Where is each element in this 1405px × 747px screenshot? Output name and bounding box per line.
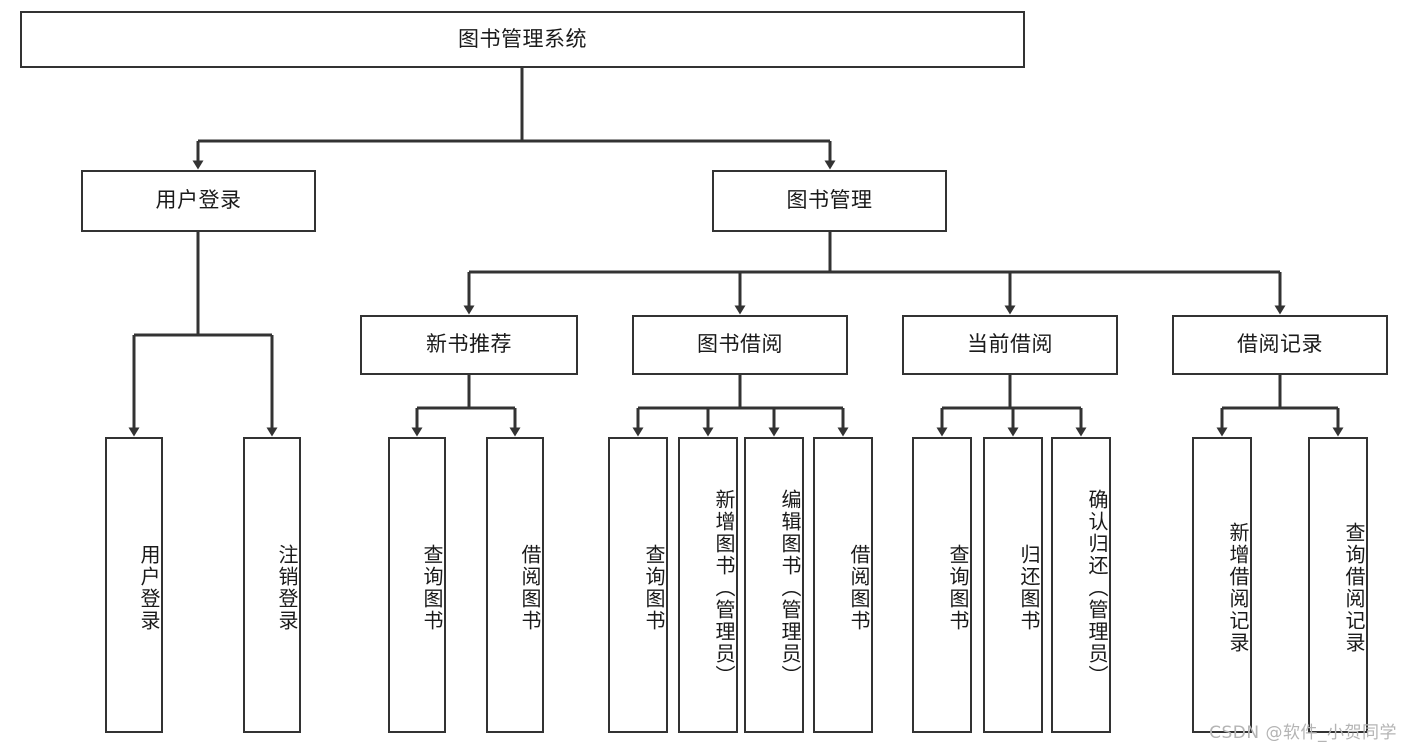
node-leaf-query-borrow-record[interactable]: 查询借阅记录 [1308,437,1368,733]
node-leaf-add-borrow-record[interactable]: 新增借阅记录 [1192,437,1252,733]
node-leaf-user-login-label: 用户登录 [137,544,161,632]
node-user-login[interactable]: 用户登录 [81,170,316,232]
node-leaf-return-book[interactable]: 归还图书 [983,437,1043,733]
node-user-login-label: 用户登录 [155,188,242,213]
node-root-system[interactable]: 图书管理系统 [20,11,1025,68]
node-current-borrow[interactable]: 当前借阅 [902,315,1118,375]
node-leaf-borrow-book[interactable]: 借阅图书 [813,437,873,733]
node-leaf-query-book-borrow[interactable]: 查询图书 [608,437,668,733]
node-leaf-query-book-borrow-label: 查询图书 [642,544,666,632]
node-leaf-confirm-return-admin[interactable]: 确认归还（管理员） [1051,437,1111,733]
node-leaf-borrow-book-recommend-label: 借阅图书 [518,544,542,632]
node-borrow-record-label: 借阅记录 [1237,332,1323,357]
node-book-manage[interactable]: 图书管理 [712,170,947,232]
node-leaf-add-borrow-record-label: 新增借阅记录 [1226,522,1250,654]
node-leaf-borrow-book-label: 借阅图书 [847,544,871,632]
watermark-text: CSDN @软件_小贺同学 [1209,723,1397,743]
node-current-borrow-label: 当前借阅 [967,332,1053,357]
node-root-label: 图书管理系统 [458,26,587,51]
node-leaf-user-logout[interactable]: 注销登录 [243,437,301,733]
node-leaf-user-logout-label: 注销登录 [275,544,299,632]
node-leaf-query-borrow-record-label: 查询借阅记录 [1342,522,1366,654]
node-leaf-add-book-admin-label: 新增图书（管理员） [712,489,736,687]
node-book-manage-label: 图书管理 [786,188,873,213]
node-leaf-borrow-book-recommend[interactable]: 借阅图书 [486,437,544,733]
node-leaf-query-book-current-label: 查询图书 [946,544,970,632]
node-leaf-edit-book-admin-label: 编辑图书（管理员） [778,489,802,687]
node-leaf-user-login[interactable]: 用户登录 [105,437,163,733]
node-leaf-edit-book-admin[interactable]: 编辑图书（管理员） [744,437,804,733]
node-leaf-query-book-recommend-label: 查询图书 [420,544,444,632]
node-book-borrow[interactable]: 图书借阅 [632,315,848,375]
node-leaf-add-book-admin[interactable]: 新增图书（管理员） [678,437,738,733]
node-leaf-return-book-label: 归还图书 [1017,544,1041,632]
node-leaf-query-book-recommend[interactable]: 查询图书 [388,437,446,733]
node-leaf-query-book-current[interactable]: 查询图书 [912,437,972,733]
node-leaf-confirm-return-admin-label: 确认归还（管理员） [1085,489,1109,687]
node-borrow-record[interactable]: 借阅记录 [1172,315,1388,375]
node-new-book-recommend-label: 新书推荐 [426,332,512,357]
node-book-borrow-label: 图书借阅 [697,332,783,357]
node-new-book-recommend[interactable]: 新书推荐 [360,315,578,375]
